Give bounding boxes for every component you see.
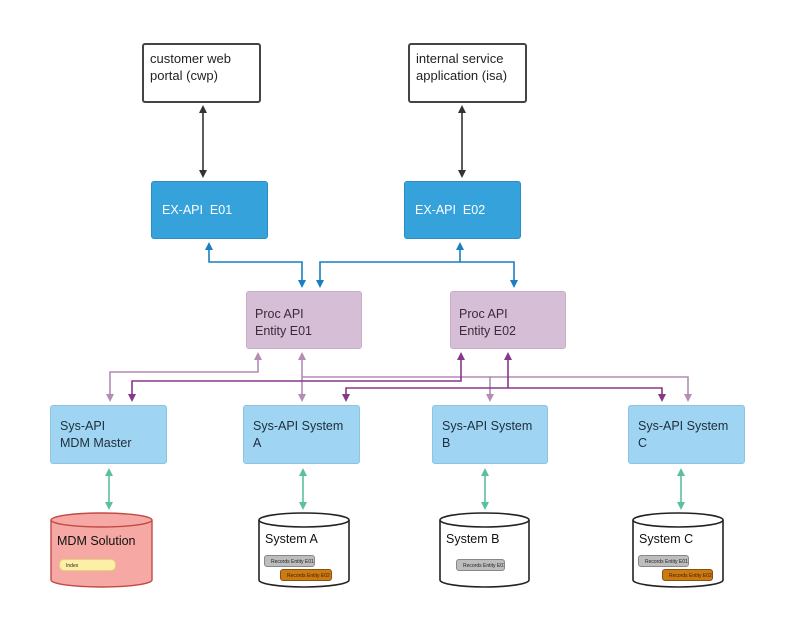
db-mdm-solution[interactable]: MDM Solution Index	[50, 512, 153, 588]
db-system-c[interactable]: System C Records Entity E01 Records Enti…	[632, 512, 724, 588]
client-isa-line2: application (isa)	[416, 68, 508, 83]
ex-api-e01-label: EX-API E01	[162, 202, 233, 217]
sys-api-mdm-line1: Sys-API	[60, 419, 106, 433]
ex-api-e01[interactable]: EX-API E01	[151, 181, 268, 239]
sys-api-a-label: Sys-API System A	[253, 419, 344, 450]
db-system-a-pill-e01: Records Entity E01	[264, 555, 315, 567]
client-isa[interactable]: internal service application (isa)	[408, 43, 527, 103]
db-system-b-label: System B	[446, 532, 500, 546]
sys-api-c-label: Sys-API System C	[638, 419, 729, 450]
proc-api-e02-line1: Proc API	[459, 307, 508, 321]
proc-api-e02[interactable]: Proc API Entity E02	[450, 291, 566, 349]
sys-api-system-c[interactable]: Sys-API System C	[628, 405, 745, 464]
edge-exapi-e02-proc-e02	[460, 261, 518, 288]
sys-api-mdm-master[interactable]: Sys-API MDM Master	[50, 405, 167, 464]
db-mdm-label: MDM Solution	[57, 534, 136, 548]
edge-exapi-e02-proc-e01	[316, 242, 464, 288]
client-cwp[interactable]: customer web portal (cwp)	[142, 43, 261, 103]
db-system-b-pill-e01: Records Entity E01	[456, 559, 505, 571]
edge-exapi-e01-proc-e01	[205, 242, 306, 288]
edge-proc-e02-sys-a	[342, 352, 512, 402]
sys-api-system-a[interactable]: Sys-API System A	[243, 405, 360, 464]
sys-api-mdm-line2: MDM Master	[60, 436, 132, 450]
proc-api-e01-line1: Proc API	[255, 307, 304, 321]
proc-api-e02-line2: Entity E02	[459, 324, 516, 338]
db-system-c-pill-e01: Records Entity E01	[638, 555, 689, 567]
db-system-a[interactable]: System A Records Entity E01 Records Enti…	[258, 512, 350, 588]
ex-api-e02[interactable]: EX-API E02	[404, 181, 521, 239]
db-system-c-pill-e02: Records Entity E02	[662, 569, 713, 581]
db-system-a-label: System A	[265, 532, 318, 546]
db-system-b[interactable]: System B Records Entity E01	[439, 512, 530, 588]
db-system-a-pill-e02: Records Entity E02	[280, 569, 332, 581]
ex-api-e02-label: EX-API E02	[415, 202, 486, 217]
db-mdm-index-pill: Index	[59, 559, 116, 571]
db-mdm-cylinder-icon	[50, 512, 153, 588]
db-system-c-label: System C	[639, 532, 694, 546]
edge-proc-e02-sys-c	[508, 387, 666, 402]
client-cwp-line1: customer web	[150, 51, 231, 66]
sys-api-system-b[interactable]: Sys-API System B	[432, 405, 548, 464]
proc-api-e01[interactable]: Proc API Entity E01	[246, 291, 362, 349]
client-cwp-line2: portal (cwp)	[150, 68, 218, 83]
edge-proc-e01-sys-c	[490, 376, 692, 402]
proc-api-e01-line2: Entity E01	[255, 324, 312, 338]
sys-api-b-label: Sys-API System B	[442, 419, 533, 450]
client-isa-line1: internal service	[416, 51, 504, 66]
db-system-b-cylinder-icon	[439, 512, 530, 588]
